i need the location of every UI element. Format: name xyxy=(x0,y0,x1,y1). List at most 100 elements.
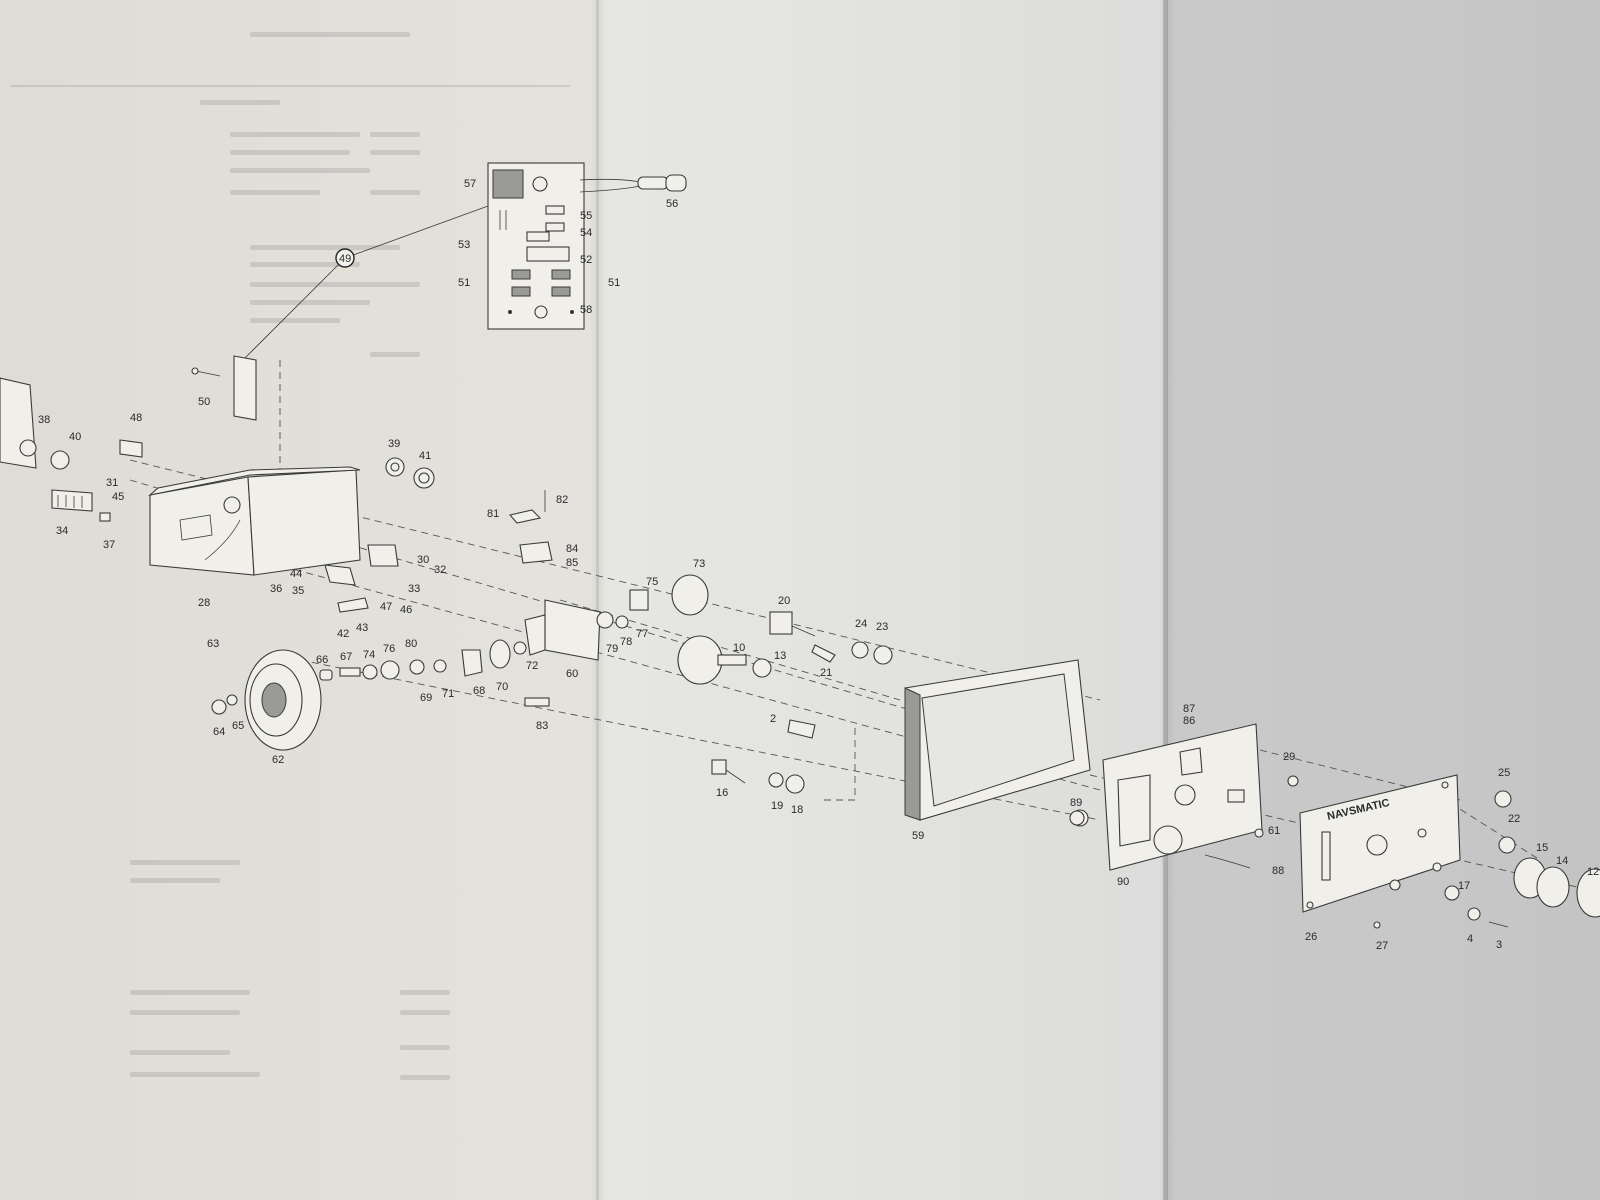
callout-30: 30 xyxy=(417,554,429,566)
callout-54: 54 xyxy=(580,227,592,239)
callout-29: 29 xyxy=(1283,751,1295,763)
paper-fold-right xyxy=(1163,0,1168,1200)
callout-23: 23 xyxy=(876,621,888,633)
callout-86: 86 xyxy=(1183,715,1195,727)
callout-26: 26 xyxy=(1305,931,1317,943)
callout-16: 16 xyxy=(716,787,728,799)
callout-69: 69 xyxy=(420,692,432,704)
callout-45: 45 xyxy=(112,491,124,503)
callout-75: 75 xyxy=(646,576,658,588)
callout-58: 58 xyxy=(580,304,592,316)
callout-28: 28 xyxy=(198,597,210,609)
callout-47: 47 xyxy=(380,601,392,613)
callout-67: 67 xyxy=(340,651,352,663)
callout-24: 24 xyxy=(855,618,867,630)
callout-10: 10 xyxy=(733,642,745,654)
callout-49: 49 xyxy=(339,253,351,265)
nuts-39-41 xyxy=(385,457,435,489)
callout-12: 12 xyxy=(1587,866,1599,878)
chassis-bracket-28 xyxy=(148,466,361,576)
callout-48: 48 xyxy=(130,412,142,424)
callout-33: 33 xyxy=(408,583,420,595)
callout-42: 42 xyxy=(337,628,349,640)
callout-64: 64 xyxy=(213,726,225,738)
tuning-knob-62 xyxy=(211,649,322,751)
callout-85: 85 xyxy=(566,557,578,569)
callout-17: 17 xyxy=(1458,880,1470,892)
paper-fold-left xyxy=(596,0,599,1200)
callout-46: 46 xyxy=(400,604,412,616)
bleed-through-parts-table xyxy=(0,0,590,1200)
callout-90: 90 xyxy=(1117,876,1129,888)
left-housing-fragment xyxy=(0,377,143,470)
callout-79: 79 xyxy=(606,643,618,655)
callout-39: 39 xyxy=(388,438,400,450)
callout-62: 62 xyxy=(272,754,284,766)
callout-74: 74 xyxy=(363,649,375,661)
callout-20: 20 xyxy=(778,595,790,607)
callout-71: 71 xyxy=(442,688,454,700)
callout-31: 31 xyxy=(106,477,118,489)
callout-51b: 51 xyxy=(608,277,620,289)
callout-15: 15 xyxy=(1536,842,1548,854)
right-side-parts xyxy=(1069,775,1600,929)
callout-32: 32 xyxy=(434,564,446,576)
callout-37: 37 xyxy=(103,539,115,551)
callout-56: 56 xyxy=(666,198,678,210)
callout-43: 43 xyxy=(356,622,368,634)
circuit-board-58 xyxy=(487,162,585,330)
callout-65: 65 xyxy=(232,720,244,732)
callout-68: 68 xyxy=(473,685,485,697)
callout-81: 81 xyxy=(487,508,499,520)
relay-bracket-assembly xyxy=(324,490,553,613)
callout-36: 36 xyxy=(270,583,282,595)
callout-bubble-49-leaders xyxy=(242,205,489,361)
callout-88: 88 xyxy=(1272,865,1284,877)
mounting-bracket-60 xyxy=(524,574,709,707)
front-panel-26 xyxy=(1299,774,1461,913)
callout-3: 3 xyxy=(1496,939,1502,951)
callout-82: 82 xyxy=(556,494,568,506)
callout-59: 59 xyxy=(912,830,924,842)
potentiometer-10 xyxy=(677,611,893,794)
callout-80: 80 xyxy=(405,638,417,650)
callout-40: 40 xyxy=(69,431,81,443)
shaft-parts xyxy=(319,639,527,681)
callout-38: 38 xyxy=(38,414,50,426)
callout-73: 73 xyxy=(693,558,705,570)
callout-55: 55 xyxy=(580,210,592,222)
callout-44: 44 xyxy=(290,568,302,580)
callout-14: 14 xyxy=(1556,855,1568,867)
callout-18: 18 xyxy=(791,804,803,816)
callout-53: 53 xyxy=(458,239,470,251)
callout-4: 4 xyxy=(1467,933,1473,945)
callout-13: 13 xyxy=(774,650,786,662)
callout-70: 70 xyxy=(496,681,508,693)
callout-27: 27 xyxy=(1376,940,1388,952)
callout-63: 63 xyxy=(207,638,219,650)
callout-19: 19 xyxy=(771,800,783,812)
callout-57: 57 xyxy=(464,178,476,190)
callout-89: 89 xyxy=(1070,797,1082,809)
cable-plug-56 xyxy=(579,174,687,193)
cover-plate xyxy=(191,355,257,421)
callout-77: 77 xyxy=(636,628,648,640)
callout-41: 41 xyxy=(419,450,431,462)
callout-50: 50 xyxy=(198,396,210,408)
callout-66: 66 xyxy=(316,654,328,666)
callout-51a: 51 xyxy=(458,277,470,289)
callout-60: 60 xyxy=(566,668,578,680)
connector-block xyxy=(51,489,111,522)
callout-87: 87 xyxy=(1183,703,1195,715)
callout-78: 78 xyxy=(620,636,632,648)
callout-2: 2 xyxy=(770,713,776,725)
callout-84: 84 xyxy=(566,543,578,555)
callout-61: 61 xyxy=(1268,825,1280,837)
board-90 xyxy=(1071,723,1263,871)
callout-34: 34 xyxy=(56,525,68,537)
callout-83: 83 xyxy=(536,720,548,732)
callout-25: 25 xyxy=(1498,767,1510,779)
